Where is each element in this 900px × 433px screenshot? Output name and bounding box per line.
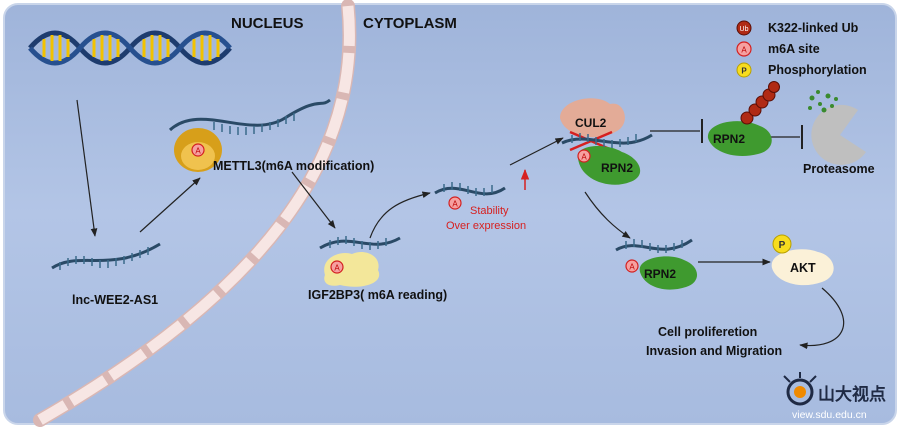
legend-m6a-label: m6A site — [768, 42, 820, 56]
cytoplasm-label: CYTOPLASM — [363, 15, 457, 32]
legend-m6a-icon — [736, 41, 752, 57]
pathway-arrows — [76, 99, 845, 350]
m6a-site-mettl3 — [191, 143, 205, 157]
rpn2-bottom-label: RPN2 — [644, 267, 676, 281]
legend-ub-symbol: Ub — [740, 26, 749, 33]
m6a-site-stable — [448, 196, 462, 210]
cul2-label: CUL2 — [575, 116, 607, 130]
watermark-cn: 山大视点 — [818, 384, 886, 404]
igf2bp3-label: IGF2BP3( m6A reading) — [308, 288, 447, 302]
watermark-eye-icon — [783, 372, 817, 406]
legend-ub-icon — [736, 20, 752, 36]
akt-label: AKT — [790, 261, 816, 275]
over-expression-label: Over expression — [446, 220, 526, 232]
legend-phospho-symbol: P — [741, 67, 747, 76]
arrow-stable-to-cul2 — [509, 137, 564, 166]
m6a-site-cul2 — [577, 149, 591, 163]
legend: Ub K322-linked Ub A m6A site P Phosphory… — [736, 20, 867, 78]
stable-rna: A — [434, 182, 506, 210]
akt-protein: P — [771, 234, 834, 286]
arrow-akt-to-cell — [799, 287, 845, 350]
mettl3-label: METTL3(m6A modification) — [213, 159, 374, 173]
stability-label: Stability — [470, 205, 509, 217]
akt-phospho — [772, 234, 792, 254]
proteasome-label: Proteasome — [803, 162, 875, 176]
legend-phospho-label: Phosphorylation — [768, 63, 867, 77]
m6a-site-rpn2 — [625, 259, 639, 273]
dna-helix — [28, 30, 232, 66]
arrow-dna-to-lnc — [76, 99, 98, 237]
igf2bp3-complex: A — [319, 236, 401, 287]
nuclear-membrane — [33, 0, 357, 427]
m6a-mark-rpn2: A — [629, 263, 635, 272]
m6a-mark-igf2bp3: A — [334, 264, 340, 273]
cul2-rpn2-complex: CUL2 RPN2 A — [560, 98, 653, 185]
akt-phospho-mark: P — [779, 240, 786, 251]
nucleus-label: NUCLEUS — [231, 15, 304, 32]
cell-proliferation-label: Cell proliferetion — [658, 325, 757, 339]
arrow-cul2-to-rpn2 — [584, 191, 631, 239]
proteasome-icon — [808, 90, 866, 165]
legend-m6a-symbol: A — [741, 46, 747, 55]
m6a-mark-stable: A — [452, 200, 458, 209]
legend-ub-label: K322-linked Ub — [768, 21, 859, 35]
arrow-lnc-to-mettl3 — [139, 177, 201, 233]
lnc-rna-strand — [51, 242, 161, 270]
arrow-mettl3-to-igf2bp3 — [291, 171, 336, 229]
watermark-url: view.sdu.edu.cn — [792, 409, 867, 421]
rpn2-top-label: RPN2 — [601, 161, 633, 175]
m6a-mark-mettl3: A — [195, 147, 201, 156]
m6a-site-igf2bp3 — [330, 260, 344, 274]
lnc-label: lnc-WEE2-AS1 — [72, 293, 158, 307]
watermark: 山大视点 view.sdu.edu.cn — [783, 372, 886, 421]
m6a-mark-cul2: A — [581, 153, 587, 162]
ubiquitin-chain — [740, 81, 780, 125]
legend-phospho-icon — [736, 62, 752, 78]
rpn2-inhibited-label: RPN2 — [713, 132, 745, 146]
rpn2-rna-complex: A — [615, 238, 698, 290]
background-panel — [3, 3, 897, 425]
arrow-igf2bp3-to-stable — [369, 191, 431, 239]
invasion-migration-label: Invasion and Migration — [646, 344, 782, 358]
mettl3-complex: A — [168, 98, 331, 172]
rpn2-ubiquitinated: RPN2 — [707, 81, 780, 157]
